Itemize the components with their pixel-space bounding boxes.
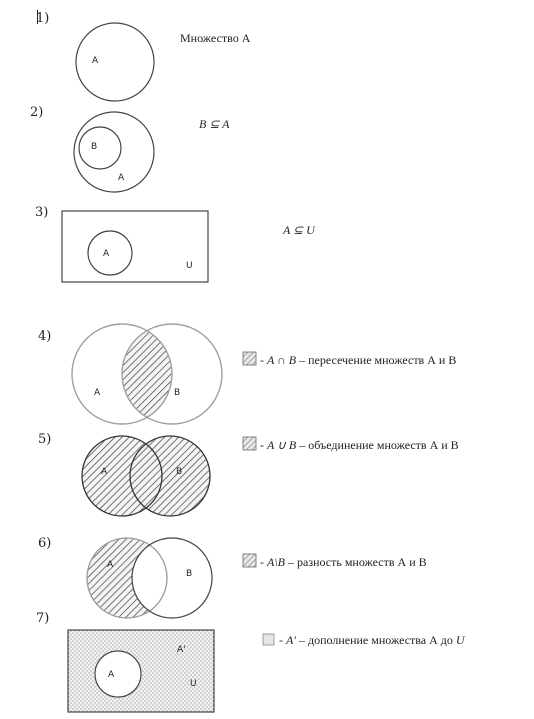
item-number-1: 1) — [36, 11, 49, 26]
diagram-4: 4) A B - A ∩ B – пересечение множеств А … — [38, 323, 456, 425]
label-b: B — [174, 388, 180, 398]
item-number-7: 7) — [36, 611, 49, 626]
item-number-5: 5) — [38, 432, 51, 447]
item-number-4: 4) — [38, 329, 51, 344]
label-a-prime: A' — [177, 645, 186, 655]
set-a-circle — [73, 111, 155, 193]
intersection-region — [122, 324, 172, 424]
diagram-7: 7) A A' U - A′ – дополнение множества А … — [36, 611, 466, 713]
universe-rect — [61, 210, 209, 283]
caption-5: - A ∪ B – объединение множеств А и В — [260, 438, 459, 452]
label-a: A — [108, 670, 115, 680]
set-a-circle — [94, 650, 142, 698]
label-a: A — [118, 173, 125, 183]
caption-3: A ⊆ U — [282, 223, 316, 237]
diagram-3: 3) A U A ⊆ U — [35, 205, 316, 283]
set-b-circle — [131, 537, 213, 619]
label-b: B — [186, 569, 192, 579]
label-b: B — [91, 142, 97, 152]
legend-swatch — [262, 633, 275, 646]
item-number-2: 2) — [30, 105, 43, 120]
legend-swatch — [242, 436, 257, 451]
legend-swatch — [242, 553, 257, 568]
caption-4: - A ∩ B – пересечение множеств А и В — [260, 353, 456, 367]
diagram-1: 1) A Множество А — [36, 10, 251, 102]
set-a-circle — [75, 22, 155, 102]
set-a-circle — [71, 323, 173, 425]
set-a-circle — [87, 230, 133, 276]
label-b: B — [176, 467, 182, 477]
label-a: A — [103, 249, 110, 259]
item-number-6: 6) — [38, 536, 51, 551]
label-a: A — [94, 388, 101, 398]
label-u: U — [186, 261, 193, 271]
label-a: A — [101, 467, 108, 477]
legend-swatch — [242, 351, 257, 366]
diagram-5: 5) A B - A ∪ B – объединение множеств А … — [38, 432, 459, 517]
set-b-circle — [129, 435, 211, 517]
label-a: A — [107, 560, 114, 570]
diagram-6: 6) A B - A\B – разность множеств А и В — [38, 536, 427, 619]
caption-2: B ⊆ A — [199, 117, 230, 131]
set-b-circle — [121, 323, 223, 425]
caption-6: - A\B – разность множеств А и В — [260, 555, 427, 569]
caption-1: Множество А — [180, 31, 251, 45]
diagram-2: 2) B A B ⊆ A — [30, 105, 230, 193]
set-b-circle — [78, 126, 122, 170]
set-a-circle — [86, 537, 168, 619]
caption-7: - A′ – дополнение множества А до U — [279, 633, 466, 647]
item-number-3: 3) — [35, 205, 48, 220]
set-a-circle — [81, 435, 163, 517]
label-u: U — [190, 679, 197, 689]
label-a: A — [92, 56, 99, 66]
